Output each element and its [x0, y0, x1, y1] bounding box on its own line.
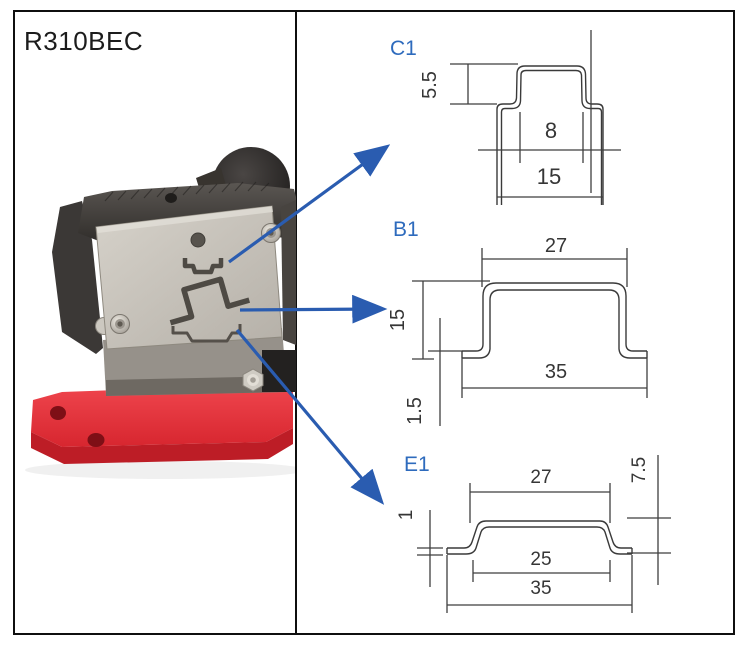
c-profile-cutout — [182, 258, 224, 275]
c1-section-label: C1 — [390, 37, 417, 60]
e1-diagram: E1 27 7.5 — [396, 453, 671, 613]
ground-shadow — [25, 461, 296, 479]
plate-hole — [190, 232, 206, 248]
mechanism-block — [262, 350, 296, 392]
e1-section-label: E1 — [404, 453, 430, 476]
c1-diagram: C1 5.5 8 15 — [390, 30, 621, 205]
b1-profile-outline — [462, 282, 647, 352]
base-plate — [31, 386, 293, 464]
body-side-panel — [52, 201, 103, 354]
model-title: R310BEC — [24, 26, 144, 56]
c1-dim-hat-width: 8 — [545, 118, 557, 143]
socket-screw-left — [110, 314, 130, 334]
panel-divider — [295, 10, 297, 635]
body-right-side — [281, 200, 296, 345]
base-mount-hole — [50, 406, 66, 420]
base-top-surface — [31, 386, 293, 447]
profile-diagrams: C1 5.5 8 15 B1 — [387, 30, 671, 613]
frame-border — [13, 10, 735, 635]
e1-dimension-lines — [417, 455, 671, 613]
b1-diagram: B1 27 15 35 1.5 — [387, 218, 648, 426]
hex-bolt — [242, 368, 264, 392]
e1-dim-inner-width: 25 — [530, 549, 551, 570]
base-front-edge — [31, 428, 293, 464]
b1-dimension-lines — [412, 248, 648, 426]
hat-profile-cutout — [169, 276, 251, 326]
b1-dim-base-width: 35 — [545, 361, 567, 383]
b1-dim-thickness: 1.5 — [404, 397, 426, 425]
b1-section-label: B1 — [393, 218, 419, 241]
b1-dim-height: 15 — [387, 309, 409, 331]
e1-dim-thickness: 1 — [396, 510, 417, 521]
c1-profile-inner — [500, 69, 603, 205]
c1-dim-hat-height: 5.5 — [419, 71, 441, 99]
socket-screw-top — [261, 223, 281, 243]
c1-profile-outline — [496, 65, 604, 205]
b1-profile-inner — [462, 289, 647, 359]
e1-dim-base-width: 35 — [530, 578, 551, 599]
e1-dim-height: 7.5 — [629, 457, 650, 483]
e1-profile-inner — [447, 526, 632, 555]
c1-dim-rail-width: 15 — [537, 164, 561, 189]
c1-dimension-lines — [450, 30, 621, 198]
top-bar-hole — [165, 193, 177, 203]
e1-profile-outline — [447, 520, 632, 549]
b1-dim-top-width: 27 — [545, 235, 567, 257]
machine-photo — [25, 147, 296, 479]
base-mount-hole — [87, 433, 105, 447]
e1-dim-top-width: 27 — [530, 467, 551, 488]
